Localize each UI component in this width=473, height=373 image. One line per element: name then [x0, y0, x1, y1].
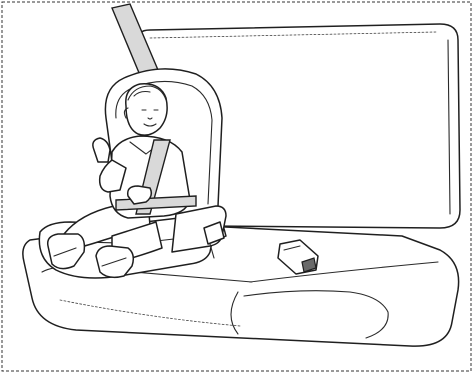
- car-seat-illustration: [0, 0, 473, 373]
- illustration-frame: [0, 0, 473, 373]
